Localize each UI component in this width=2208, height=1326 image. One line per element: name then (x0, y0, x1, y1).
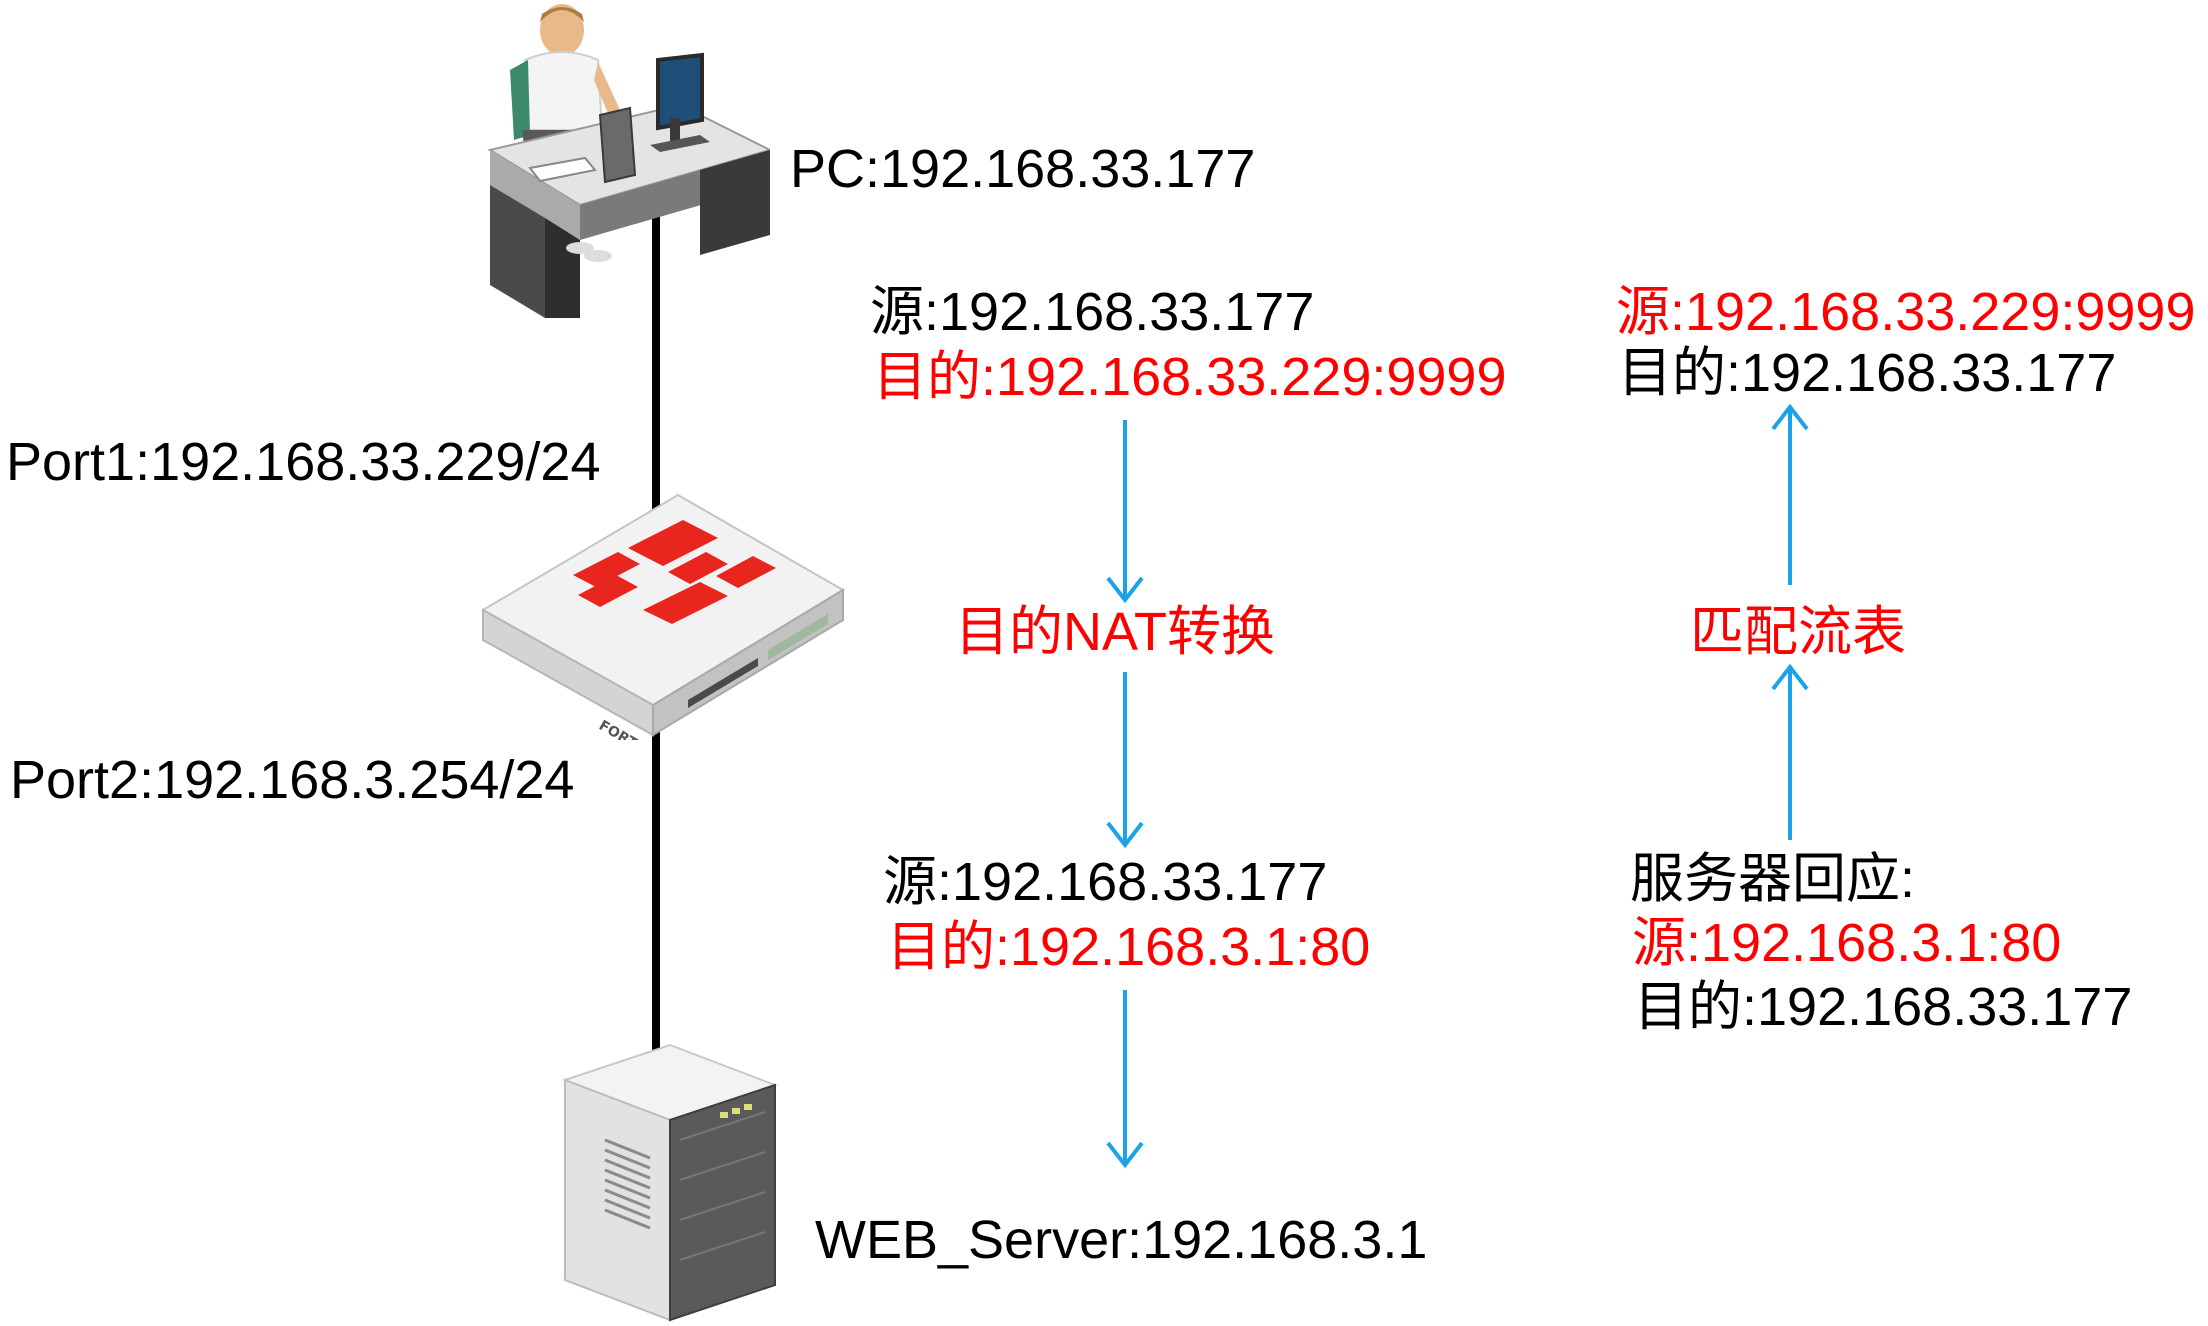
reply-result-src: 源:192.168.33.229:9999 (1616, 282, 2196, 342)
match-session-step-label: 匹配流表 (1690, 602, 1906, 662)
pc-label: PC:192.168.33.177 (790, 139, 1256, 199)
server-reply-title: 服务器回应: (1630, 849, 1916, 909)
reply-result-dst: 目的:192.168.33.177 (1618, 343, 2117, 403)
request-after-src: 源:192.168.33.177 (883, 852, 1328, 912)
request-arrow-1 (1106, 420, 1144, 604)
request-arrow-3 (1106, 990, 1144, 1169)
server-reply-src: 源:192.168.3.1:80 (1632, 913, 2062, 973)
firewall-appliance-icon: FORTINET (480, 493, 845, 740)
port2-label: Port2:192.168.3.254/24 (10, 750, 575, 810)
reply-arrow-2 (1771, 403, 1809, 585)
web-server-icon (562, 1043, 778, 1322)
request-after-dst: 目的:192.168.3.1:80 (887, 917, 1371, 977)
request-arrow-2 (1106, 672, 1144, 849)
request-before-dst: 目的:192.168.33.229:9999 (873, 347, 1507, 407)
server-reply-dst: 目的:192.168.33.177 (1634, 977, 2133, 1037)
reply-arrow-1 (1771, 663, 1809, 840)
port1-label: Port1:192.168.33.229/24 (6, 432, 601, 492)
dnat-step-label: 目的NAT转换 (955, 602, 1275, 662)
pc-workstation-icon (487, 4, 770, 318)
request-before-src: 源:192.168.33.177 (870, 282, 1315, 342)
web-server-label: WEB_Server:192.168.3.1 (815, 1210, 1428, 1270)
